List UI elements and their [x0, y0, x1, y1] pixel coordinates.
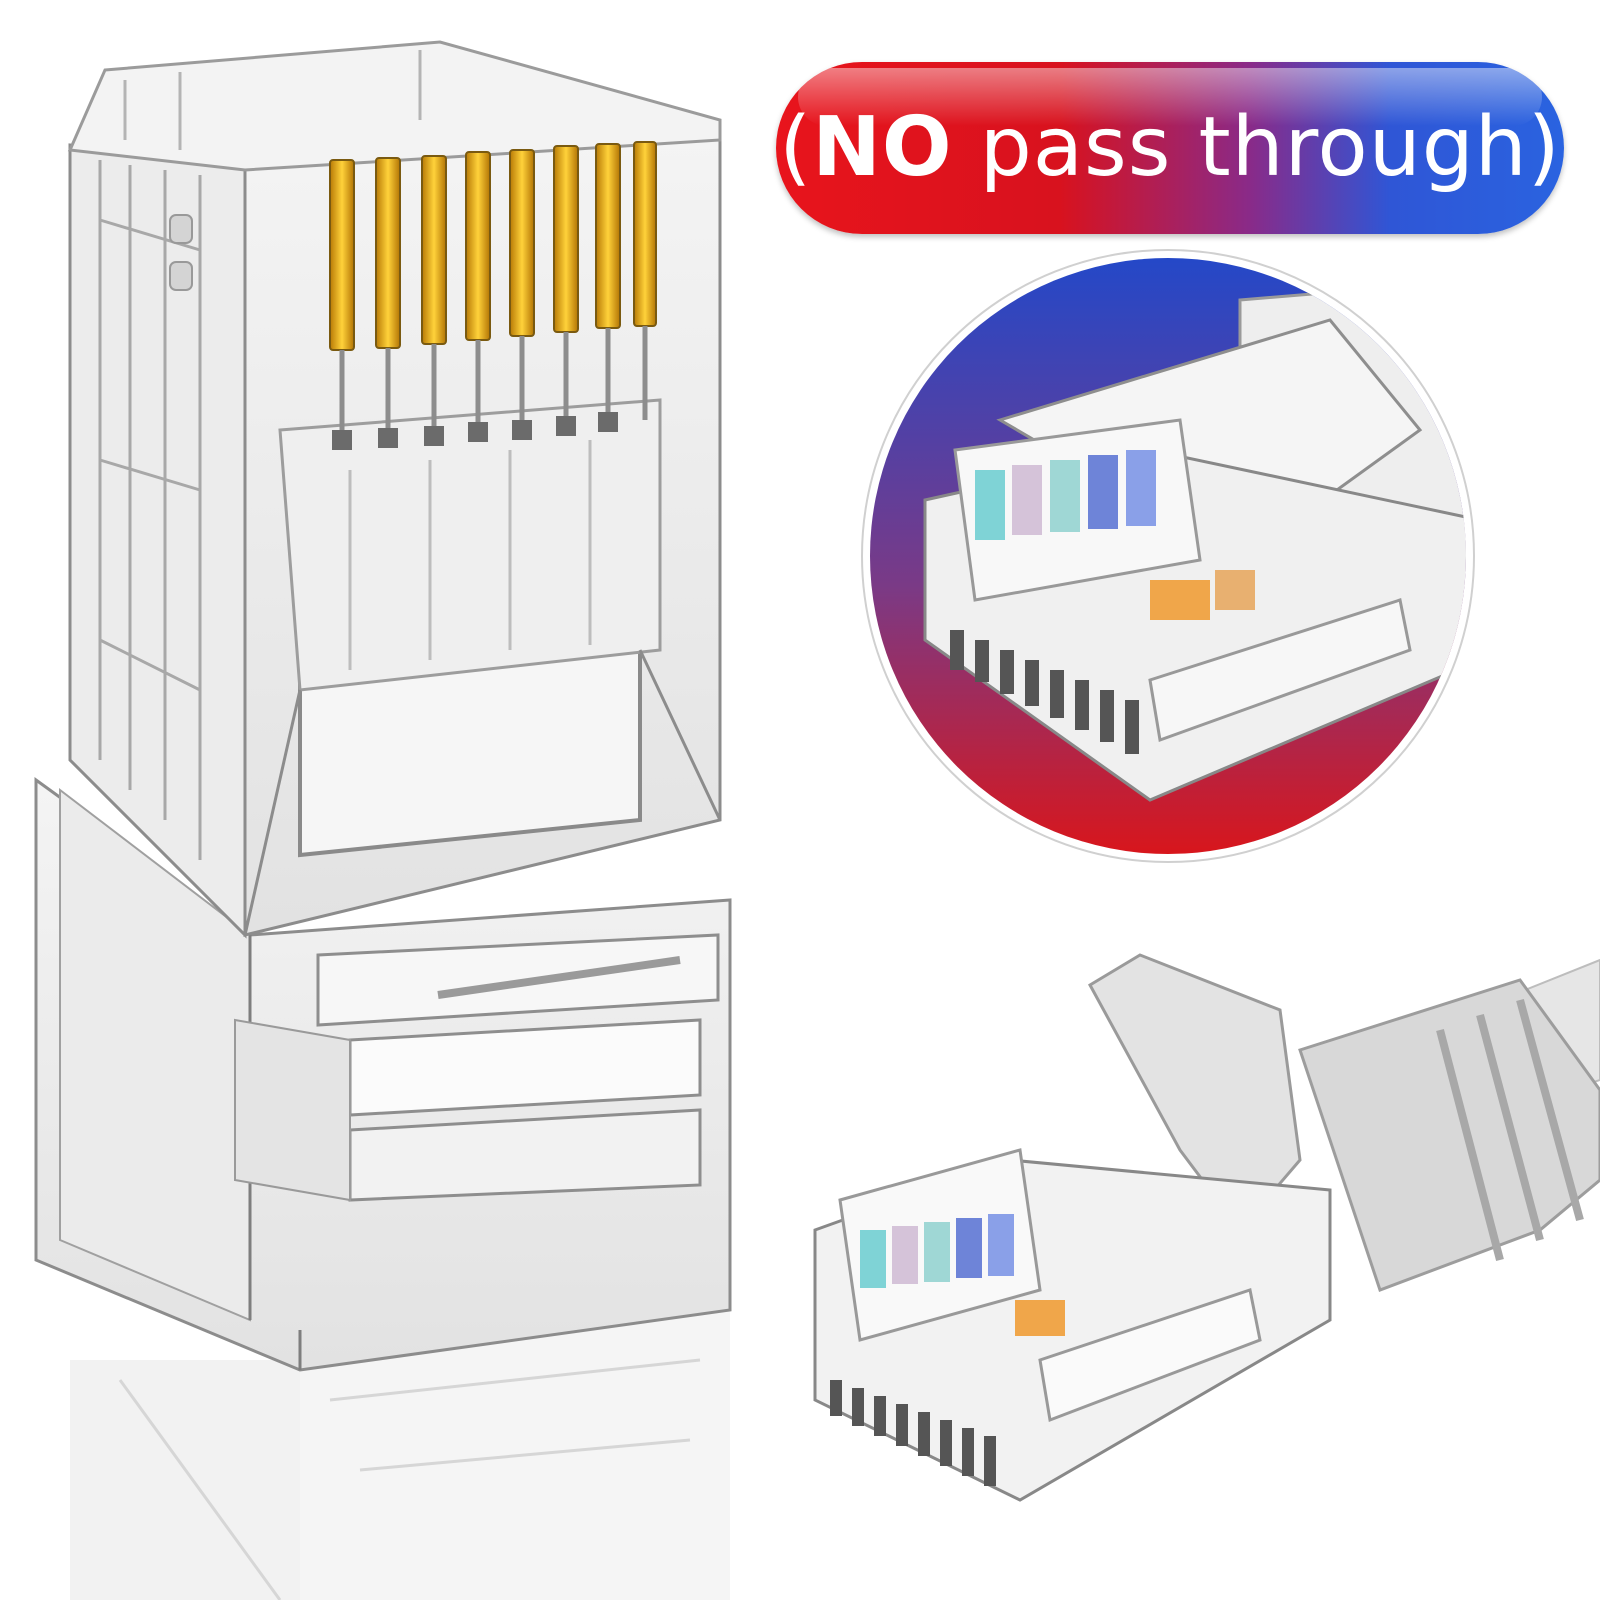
connector-closeup-icon — [861, 249, 1475, 863]
banner-emphasis: NO — [812, 100, 953, 195]
gold-contact-pins — [329, 141, 657, 450]
no-pass-through-banner: (NO pass through) — [776, 62, 1564, 234]
banner-open-paren: ( — [779, 100, 813, 195]
banner-text: (NO pass through) — [779, 107, 1560, 189]
banner-rest: pass through) — [952, 100, 1561, 195]
ethernet-cable-plug-icon — [813, 953, 1600, 1502]
rj45-connector-icon — [34, 40, 732, 1600]
